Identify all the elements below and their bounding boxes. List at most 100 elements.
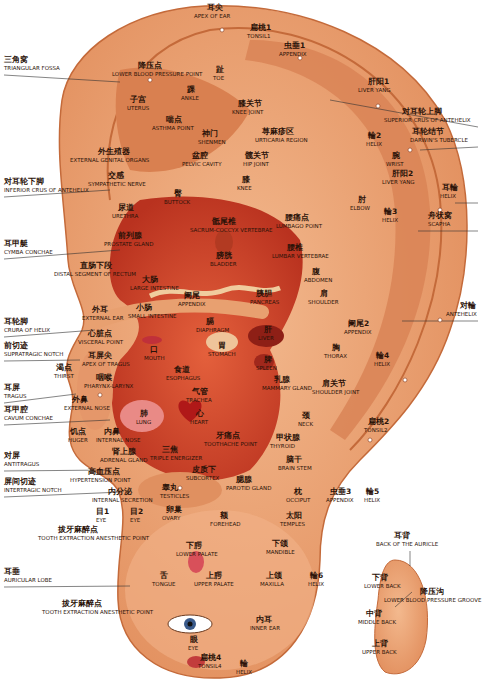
point-name: 三焦 (162, 446, 178, 454)
point-name-english: EYE (188, 646, 198, 652)
point-name: 上腭 (206, 572, 222, 580)
point-name: 目2 (130, 508, 143, 516)
point-name-english: DARWIN'S TUBERCLE (410, 138, 468, 144)
point-name: 肘 (358, 196, 366, 204)
point-name-english: SACRUM-COCCYX VERTEBRAE (190, 228, 272, 234)
point-name: 睾丸 (162, 484, 178, 492)
point-name-english: HELIX (236, 670, 252, 676)
point-name: 虫垂3 (330, 488, 351, 496)
point-name: 肝阳2 (392, 170, 413, 178)
point-name: 耳屏尖 (88, 352, 112, 360)
point-name: 輪 (240, 660, 248, 668)
point-name-english: TOOTHACHE POINT (204, 442, 257, 448)
point-name: 内鼻 (104, 428, 120, 436)
point-name: 口 (150, 346, 158, 354)
point-name-english: ELBOW (350, 206, 370, 212)
point-name: 肝阳1 (368, 78, 389, 86)
point-name-english: HYPERTENSION POINT (70, 478, 131, 484)
point-name-english: LIVER YANG (382, 180, 415, 186)
point-name: 对耳轮上脚 (402, 108, 442, 116)
point-name-english: CRURA OF HELIX (4, 328, 50, 334)
point-name: 枕 (294, 488, 302, 496)
point-name: 胸 (332, 344, 340, 352)
point-name-english: BLADDER (210, 262, 237, 268)
point-name: 外耳 (92, 306, 108, 314)
point-name-english: SYMPATHETIC NERVE (88, 182, 146, 188)
mouth-symbol (142, 336, 162, 344)
point-name-english: SMALL INTESTINE (128, 314, 177, 320)
point-name: 脑干 (286, 456, 302, 464)
point-name-english: CAVUM CONCHAE (4, 416, 53, 422)
point-name-english: PANCREAS (250, 300, 279, 306)
point-name-english: THIRST (54, 374, 74, 380)
point-name-english: SUPERIOR CRUS OF ANTEHELIX (384, 118, 471, 124)
point-name-english: APPENDIX (344, 330, 372, 336)
point-name-english: THORAX (324, 354, 347, 360)
point-name-english: HIP JOINT (243, 162, 269, 168)
point-name-english: LUNG (136, 420, 151, 426)
point-name: 神门 (202, 130, 218, 138)
point-name-english: HELIX (364, 498, 380, 504)
point-name: 下腭 (186, 542, 202, 550)
point-name: 肩关节 (322, 380, 346, 388)
point-name-english: FOREHEAD (210, 522, 240, 528)
point-name: 高血压点 (88, 468, 120, 476)
point-name: 屏间切迹 (4, 478, 36, 486)
point-name: 髋关节 (245, 152, 269, 160)
point-name-english: LOWER BACK (364, 584, 401, 590)
point-name-english: EYE (96, 518, 106, 524)
point-name: 肩 (320, 290, 328, 298)
point-name: 尿道 (118, 204, 134, 212)
eye-iris (184, 618, 196, 630)
point-name-english: UPPER BACK (362, 650, 397, 656)
point-name-english: MIDDLE BACK (358, 620, 396, 626)
point-name: 耳輪 (442, 184, 458, 192)
point-name-english: TONSIL4 (198, 664, 221, 670)
point-name-english: UPPER PALATE (194, 582, 234, 588)
point-name-english: EXTERNAL GENITAL ORGANS (70, 158, 149, 164)
point-name-english: INTERNAL NOSE (96, 438, 141, 444)
point-name: 膝 (242, 176, 250, 184)
point-name: 降压点 (138, 62, 162, 70)
point-name-english: TOE (213, 76, 224, 82)
leader-lines (4, 75, 478, 607)
point-name: 輪5 (366, 488, 379, 496)
point-name-english: TOOTH EXTRACTION ANESTHETIC POINT (42, 610, 153, 616)
point-name-english: URTICARIA REGION (255, 138, 308, 144)
point-name-english: APPENDIX (326, 498, 354, 504)
point-name: 胃 (218, 342, 226, 350)
point-name-english: VISCERAL POINT (78, 340, 123, 346)
point-name-english: BRAIN STEM (278, 466, 312, 472)
point-name-english: SHOULDER (308, 300, 339, 306)
point-name-english: TRIPLE ENERGIZER (150, 456, 202, 462)
point-name-english: PROSTATE GLAND (104, 242, 153, 248)
point-name: 心 (196, 410, 204, 418)
point-name: 卵巢 (166, 506, 182, 514)
point-dots (78, 28, 442, 490)
point-name-english: KNEE JOINT (232, 110, 263, 116)
point-name: 輪2 (368, 132, 381, 140)
point-name: 饥点 (70, 428, 86, 436)
eye-symbol (168, 615, 212, 633)
point-name-english: PELVIC CAVITY (182, 162, 222, 168)
triangular-fossa (116, 67, 250, 172)
point-name-english: UTERUS (127, 106, 149, 112)
point-name-english: EXTERNAL EAR (82, 316, 124, 322)
point-name-english: LUMBAR VERTEBRAE (272, 254, 329, 260)
point-name: 内耳 (256, 616, 272, 624)
point-name-english: TEMPLES (280, 522, 305, 528)
point-name-english: MOUTH (144, 356, 165, 362)
point-name: 胰胆 (256, 290, 272, 298)
point-name-english: PAROTID GLAND (226, 486, 271, 492)
point-name-english: SHOULDER JOINT (312, 390, 359, 396)
point-name-english: LIVER YANG (358, 88, 391, 94)
point-name: 扁桃2 (368, 418, 389, 426)
point-name-english: THYROID (270, 444, 295, 450)
point-name: 腮腺 (236, 476, 252, 484)
point-name: 耳垂 (4, 568, 20, 576)
point-name-english: HELIX (440, 194, 456, 200)
point-name: 内分泌 (108, 488, 132, 496)
point-name-english: INFERIOR CRUS OF ANTEHELIX (4, 188, 89, 194)
point-name: 前列腺 (118, 232, 142, 240)
point-name: 脾 (264, 356, 272, 364)
